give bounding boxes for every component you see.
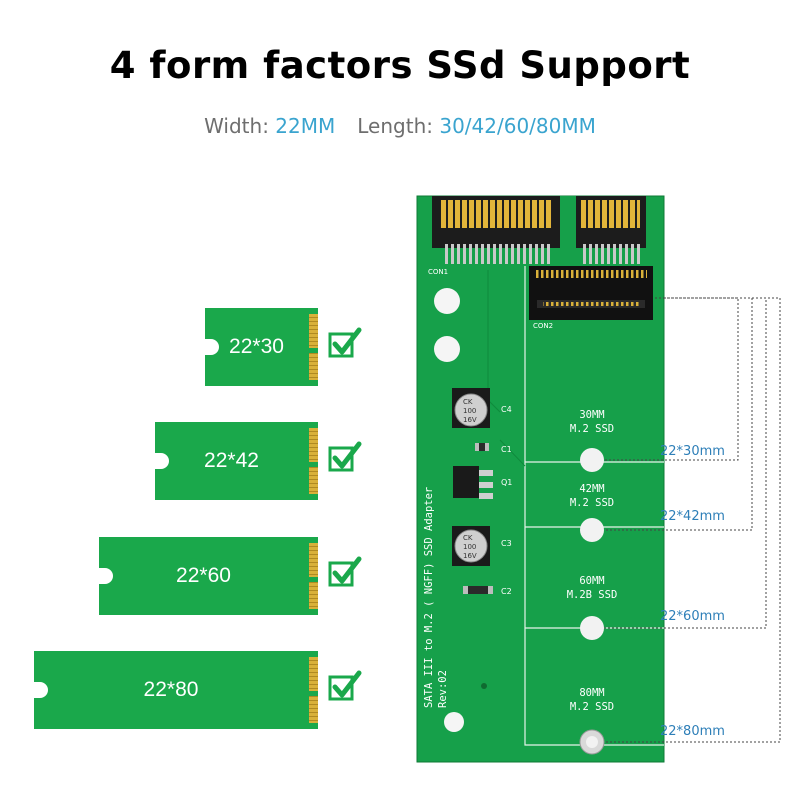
board-silkscreen: SATA III to M.2 ( NGFF) SSD Adapter: [423, 487, 435, 708]
page-title: 4 form factors SSd Support: [109, 44, 691, 87]
card-label: 22*30: [229, 335, 284, 358]
length-label-42: 22*42mm: [660, 509, 725, 524]
standoff-42mm: [580, 518, 604, 542]
ssd-card-2260: 22*60: [99, 537, 318, 615]
svg-text:C3: C3: [501, 539, 512, 548]
checkmark-icon: [328, 556, 362, 587]
svg-text:C1: C1: [501, 445, 512, 454]
checkmark-icon: [328, 441, 362, 472]
width-label: Width:: [204, 114, 269, 138]
svg-text:C4: C4: [501, 405, 512, 414]
length-label-80: 22*80mm: [660, 724, 725, 739]
ssd-card-2242: 22*42: [155, 422, 318, 500]
card-notch: [155, 453, 169, 469]
checkmark-icon: [328, 670, 362, 701]
board-revision: Rev:02: [437, 670, 449, 708]
slot-label-42mm: 42MM M.2 SSD: [569, 483, 615, 509]
svg-text:16V: 16V: [463, 416, 477, 424]
length-value: 30/42/60/80MM: [439, 114, 596, 138]
capacitor-c4: [454, 393, 488, 427]
svg-text:16V: 16V: [463, 552, 477, 560]
standoff-30mm: [580, 448, 604, 472]
standoff-60mm: [580, 616, 604, 640]
card-notch: [205, 339, 219, 355]
svg-text:C2: C2: [501, 587, 512, 596]
slot-label-30mm: 30MM M.2 SSD: [569, 409, 615, 435]
gold-pins: [309, 543, 318, 609]
svg-text:CK: CK: [463, 534, 473, 542]
svg-text:Q1: Q1: [501, 478, 512, 487]
gold-pins: [309, 657, 318, 723]
regulator-q1: [453, 466, 479, 498]
slot-label-60mm: 60MM M.2B SSD: [566, 575, 618, 601]
gold-pins: [309, 428, 318, 494]
card-label: 22*42: [204, 449, 259, 472]
length-label-30: 22*30mm: [660, 444, 725, 459]
ssd-card-2230: 22*30: [205, 308, 318, 386]
leader-lines: [604, 297, 781, 743]
length-label-60: 22*60mm: [660, 609, 725, 624]
length-label: Length:: [357, 114, 433, 138]
card-label: 22*60: [176, 564, 231, 587]
width-value: 22MM: [275, 114, 336, 138]
ssd-card-2280: 22*80: [34, 651, 318, 729]
checkmark-icon: [328, 327, 362, 358]
svg-text:100: 100: [463, 543, 476, 551]
svg-text:CK: CK: [463, 398, 473, 406]
card-notch: [99, 568, 113, 584]
gold-pins: [309, 314, 318, 380]
con1-label: CON1: [428, 268, 448, 276]
slot-label-80mm: 80MM M.2 SSD: [569, 687, 615, 713]
card-notch: [34, 682, 48, 698]
con2-label: CON2: [533, 322, 553, 330]
svg-text:100: 100: [463, 407, 476, 415]
capacitor-c3: [454, 529, 488, 563]
card-label: 22*80: [143, 678, 199, 701]
dimension-subtitle: Width: 22MM Length: 30/42/60/80MM: [0, 114, 800, 138]
